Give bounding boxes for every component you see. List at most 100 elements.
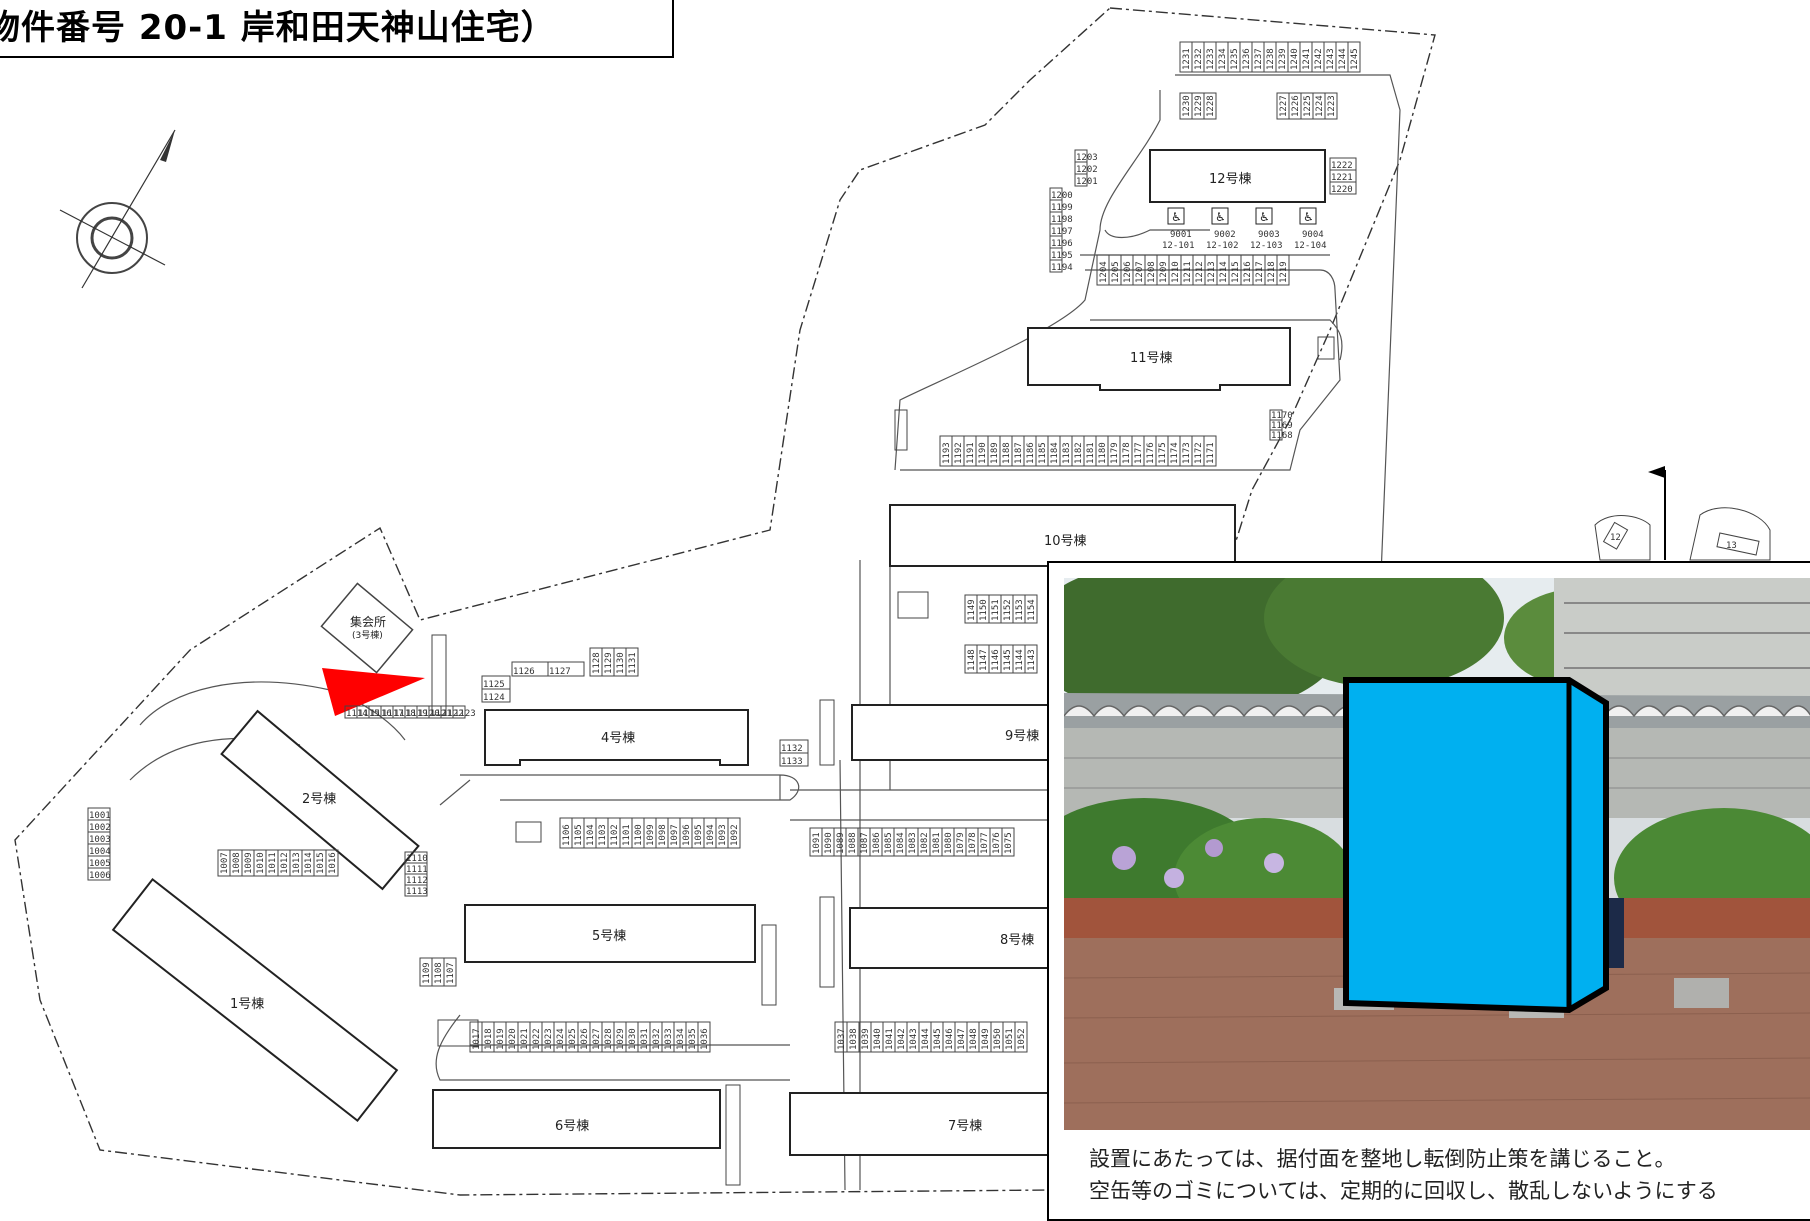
parking-slot-number: 1168 — [1271, 431, 1293, 441]
parking-slot-number: 1013 — [292, 852, 302, 874]
parking-slot-number: 1002 — [89, 823, 111, 833]
parking-slot — [1001, 827, 1015, 857]
misc-strip — [431, 634, 447, 716]
parking-slot-number: 1201 — [1076, 177, 1098, 187]
parking-slot-number: 1221 — [1331, 173, 1353, 183]
parking-slot-number: 1241 — [1302, 48, 1312, 70]
parking-slot-number: 1093 — [718, 824, 728, 846]
parking-slot-number: 1210 — [1171, 261, 1181, 283]
parking-slot-number: 1126 — [513, 667, 535, 677]
parking-slot-number: 1014 — [304, 852, 314, 874]
parking-slot-number: 1099 — [646, 824, 656, 846]
parking-slot-number: 1005 — [89, 859, 111, 869]
parking-slot-number: 1127 — [549, 667, 571, 677]
north-compass-icon — [59, 129, 176, 289]
parking-slot — [1324, 92, 1338, 120]
parking-slot-number: 1096 — [682, 824, 692, 846]
parking-slot-number: 1021 — [520, 1028, 530, 1050]
far-label-b: 13 — [1726, 541, 1737, 551]
parking-slot-number: 1019 — [496, 1028, 506, 1050]
parking-slot — [779, 752, 809, 767]
parking-slot-number: 1113 — [406, 887, 428, 897]
building-6 — [432, 1089, 721, 1149]
parking-slot-number: 1040 — [873, 1028, 883, 1050]
parking-slot-number: 1145 — [1003, 649, 1013, 671]
parking-slot-number: 1049 — [981, 1028, 991, 1050]
parking-slot-number: 1205 — [1111, 261, 1121, 283]
parking-slot-number: 1152 — [1003, 599, 1013, 621]
parking-slot — [481, 688, 511, 703]
parking-slot-number: 1024 — [556, 1028, 566, 1050]
parking-slot-number: 1097 — [670, 824, 680, 846]
parking-slot-number: 1243 — [1326, 48, 1336, 70]
accessible-number: 9004 — [1302, 230, 1324, 240]
parking-slot-number: 1090 — [824, 832, 834, 854]
parking-slot-number: 1079 — [956, 832, 966, 854]
wheelchair-glyph: ♿ — [1259, 210, 1270, 224]
parking-slot-number: 1111 — [406, 865, 428, 875]
parking-slot-number: 1225 — [1303, 95, 1313, 117]
parking-slot-number: 1218 — [1267, 261, 1277, 283]
parking-slot-number: 1172 — [1194, 442, 1204, 464]
parking-slot-number: 1222 — [1331, 161, 1353, 171]
parking-slot — [1329, 181, 1357, 195]
building-6-label: 6号棟 — [555, 1119, 589, 1134]
parking-slot-number: 1148 — [967, 649, 977, 671]
parking-slot — [87, 867, 111, 881]
parking-slot-number: 1211 — [1183, 261, 1193, 283]
wheelchair-glyph: ♿ — [1171, 210, 1182, 224]
misc-strip — [894, 409, 908, 451]
parking-slot — [1014, 1021, 1028, 1053]
parking-slot-number: 1017 — [472, 1028, 482, 1050]
parking-slot-number: 1144 — [1015, 649, 1025, 671]
parking-slot-number: 1214 — [1219, 261, 1229, 283]
page-title: 物件番号 20-1 岸和田天神山住宅） — [0, 8, 556, 48]
accessible-parking: ♿900112-101♿900212-102♿900312-103♿900412… — [1162, 207, 1327, 251]
parking-slot-number: 1196 — [1051, 239, 1073, 249]
note-line-2: 空缶等のゴミについては、定期的に回収し、散乱しないようにする — [1089, 1179, 1718, 1203]
parking-slot-number: 1170 — [1271, 411, 1293, 421]
parking-slot-number: 1106 — [562, 824, 572, 846]
parking-slot-number: 1051 — [1005, 1028, 1015, 1050]
parking-slot-number: 1110 — [406, 854, 428, 864]
parking-slot-number: 1103 — [598, 824, 608, 846]
parking-slot-number: 1028 — [604, 1028, 614, 1050]
building-12 — [1149, 149, 1326, 203]
parking-slot-number: 1038 — [849, 1028, 859, 1050]
parking-slot-number: 1202 — [1076, 165, 1098, 175]
misc-strip — [819, 699, 835, 766]
misc-strip — [725, 1084, 741, 1186]
parking-slot-number: 1082 — [920, 832, 930, 854]
wheelchair-icon — [1255, 207, 1273, 225]
meeting-hall-label: 集会所 — [350, 614, 386, 629]
parking-slot — [1074, 173, 1088, 187]
parking-slot-number: 1187 — [1014, 442, 1024, 464]
parking-slot-number: 1098 — [658, 824, 668, 846]
wheelchair-icon — [1167, 207, 1185, 225]
parking-slot-number: 1193 — [942, 442, 952, 464]
parking-slot-number: 1087 — [860, 832, 870, 854]
parking-slot-number: 1178 — [1122, 442, 1132, 464]
note-line-1: 設置にあたっては、据付面を整地し転倒防止策を講じること。 — [1089, 1147, 1676, 1171]
parking-slot-number: 1004 — [89, 847, 111, 857]
far-structure-right: 13 — [1689, 507, 1771, 561]
misc-box — [897, 591, 929, 619]
parking-slot-number: 1088 — [848, 832, 858, 854]
parking-slot-number: 1208 — [1147, 261, 1157, 283]
parking-slot — [625, 647, 639, 677]
parking-slot-number: 1198 — [1051, 215, 1073, 225]
misc-strip — [761, 924, 777, 1006]
parking-slot — [1024, 644, 1038, 674]
parking-slot-number: 1151 — [991, 599, 1001, 621]
misc-strip — [819, 896, 835, 988]
parking-slot — [452, 705, 466, 719]
parking-slot-number: 1102 — [610, 824, 620, 846]
parking-slot-number: 1203 — [1076, 153, 1098, 163]
parking-slot-number: 1009 — [244, 852, 254, 874]
parking-slot — [325, 849, 339, 877]
wheelchair-icon — [1299, 207, 1317, 225]
parking-slot — [1276, 254, 1290, 286]
parking-slot-number: 1154 — [1027, 599, 1037, 621]
parking-slot-number: 1204 — [1099, 261, 1109, 283]
building-11-label: 11号棟 — [1130, 351, 1173, 366]
